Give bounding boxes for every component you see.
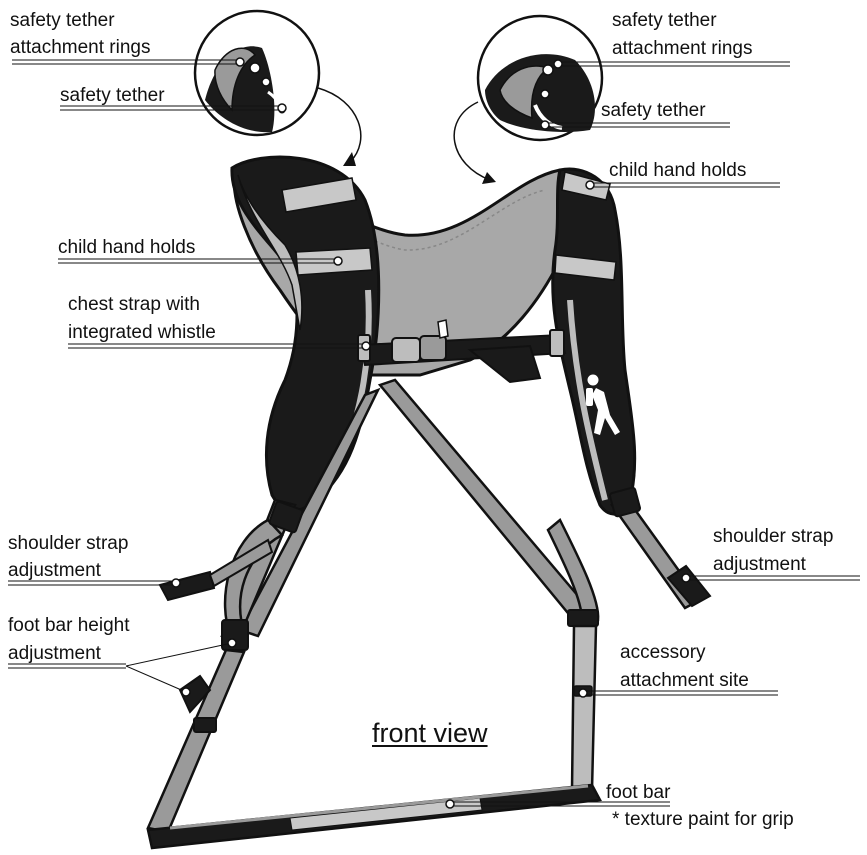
whistle [438,320,448,338]
left-foot-strap [148,650,244,832]
diagram-title: front view [372,718,488,749]
left-shoulder-adjust-tab [160,572,214,600]
label-chest-strap-line2: integrated whistle [68,322,216,344]
label-tether-left: safety tether [60,85,165,107]
left-height-slider [194,718,216,732]
label-hand-holds-right: child hand holds [609,160,746,182]
chest-slider-right [550,330,564,356]
label-shoulder-adj-left-line1: shoulder strap [8,533,128,555]
strap-cross-left [380,380,590,618]
label-chest-strap-line1: chest strap with [68,294,200,316]
detail-arrow-left [318,88,361,162]
label-foot-bar-height-line2: adjustment [8,643,101,665]
chest-buckle-right [420,336,446,360]
chest-strap-tail [470,346,540,382]
label-tether-rings-right-line2: attachment rings [612,38,752,60]
label-foot-bar-height-line1: foot bar height [8,615,129,637]
detail-arrowhead-left [343,152,356,166]
label-accessory-line2: attachment site [620,670,749,692]
label-tether-rings-right-line1: safety tether [612,10,717,32]
label-tether-rings-left-line1: safety tether [10,10,115,32]
label-tether-rings-left-line2: attachment rings [10,37,150,59]
label-accessory-line1: accessory [620,642,706,664]
label-foot-bar-line2: * texture paint for grip [612,809,794,831]
chest-buckle-left [392,338,420,362]
right-shoulder-buckle [609,487,640,517]
label-shoulder-adj-right-line2: adjustment [713,554,806,576]
right-foot-strap [572,626,596,790]
label-hand-holds-left: child hand holds [58,237,195,259]
label-tether-right: safety tether [601,100,706,122]
label-shoulder-adj-right-line1: shoulder strap [713,526,833,548]
label-foot-bar-line1: foot bar [606,782,670,804]
detail-arrow-right [454,102,490,180]
label-shoulder-adj-left-line2: adjustment [8,560,101,582]
right-foot-buckle [568,610,598,626]
